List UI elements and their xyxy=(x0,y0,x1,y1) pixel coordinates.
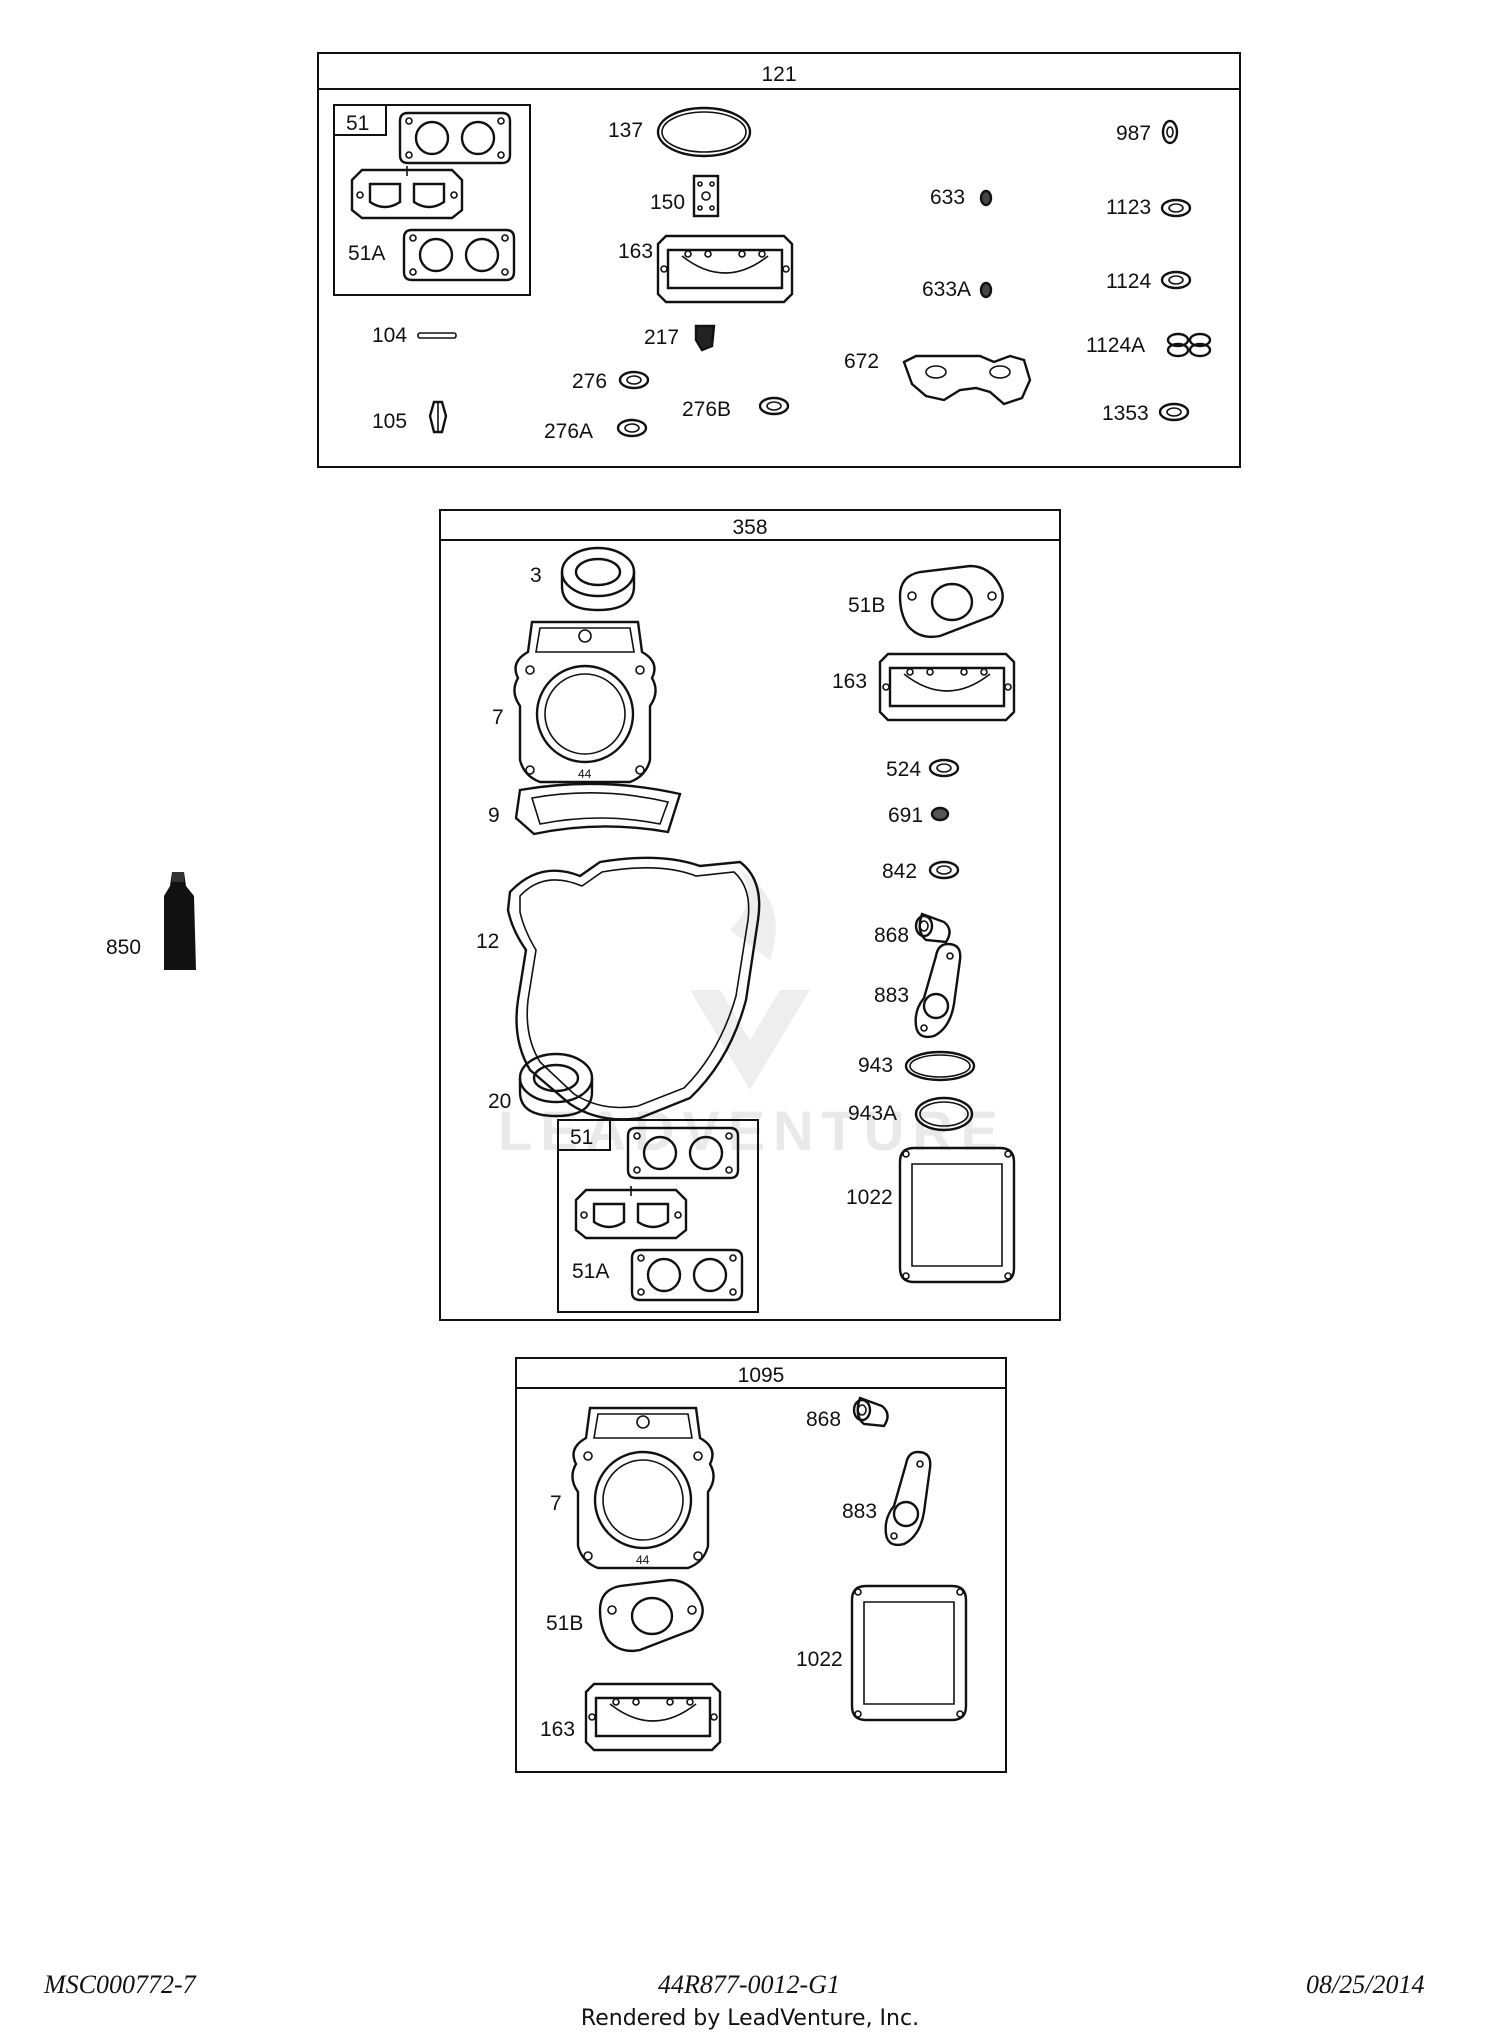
kit-1095-label-163: 163 xyxy=(540,1718,575,1741)
part-850-sealant-tube: 850 xyxy=(106,872,196,970)
kit-121-label-1124: 1124 xyxy=(1106,270,1151,293)
kit-121-label-633a: 633A xyxy=(922,278,971,301)
kit-121-box: 121 51 51A 104 105 137 150 163 217 276 xyxy=(317,52,1241,468)
kit-358-title: 358 xyxy=(732,516,767,539)
kit-1095-title: 1095 xyxy=(738,1364,785,1387)
footer-diagram-id: 44R877-0012-G1 xyxy=(658,1970,840,1999)
footer-render-note: Rendered by LeadVenture, Inc. xyxy=(580,2006,920,2031)
kit-121-title: 121 xyxy=(761,63,796,86)
kit-358-label-691: 691 xyxy=(888,804,923,827)
kit-358-label-51b: 51B xyxy=(848,594,885,617)
kit-121-label-276b: 276B xyxy=(682,398,731,421)
kit-1095-label-883: 883 xyxy=(842,1500,877,1523)
footer-date: 08/25/2014 xyxy=(1306,1970,1425,1999)
kit-358-label-20: 20 xyxy=(488,1090,511,1113)
kit-358-label-883: 883 xyxy=(874,984,909,1007)
kit-121-label-1353: 1353 xyxy=(1102,402,1149,425)
kit-1095-label-51b: 51B xyxy=(546,1612,583,1635)
kit-358-inner-51-title: 51 xyxy=(570,1126,593,1149)
kit-1095-label-868: 868 xyxy=(806,1408,841,1431)
kit-358-label-842: 842 xyxy=(882,860,917,883)
kit-1095-label-7: 7 xyxy=(550,1492,562,1515)
kit-121-inner-51-title: 51 xyxy=(346,112,369,135)
kit-358-label-868: 868 xyxy=(874,924,909,947)
kit-358-label-524: 524 xyxy=(886,758,921,781)
kit-358-label-3: 3 xyxy=(530,564,542,587)
kit-121-label-276: 276 xyxy=(572,370,607,393)
label-850: 850 xyxy=(106,936,141,959)
kit-121-label-51a: 51A xyxy=(348,242,385,265)
kit-358-label-12: 12 xyxy=(476,930,499,953)
kit-121-label-137: 137 xyxy=(608,119,643,142)
kit-121-label-276a: 276A xyxy=(544,420,593,443)
kit-358-label-163: 163 xyxy=(832,670,867,693)
kit-121-label-672: 672 xyxy=(844,350,879,373)
kit-358-label-943: 943 xyxy=(858,1054,893,1077)
kit-1095-box: 1095 7 51B 163 868 883 1022 xyxy=(515,1357,1007,1773)
kit-121-label-105: 105 xyxy=(372,410,407,433)
kit-121-label-217: 217 xyxy=(644,326,679,349)
kit-121-label-987: 987 xyxy=(1116,122,1151,145)
kit-121-label-150: 150 xyxy=(650,191,685,214)
kit-121-label-633: 633 xyxy=(930,186,965,209)
kit-121-label-1124a: 1124A xyxy=(1086,334,1145,357)
kit-358-label-51a: 51A xyxy=(572,1260,609,1283)
kit-358-label-9: 9 xyxy=(488,804,500,827)
kit-121-label-163: 163 xyxy=(618,240,653,263)
kit-358-box: 358 3 7 9 12 20 51 51A 51B 163 524 691 8… xyxy=(439,509,1061,1321)
kit-358-label-7: 7 xyxy=(492,706,504,729)
kit-358-label-1022: 1022 xyxy=(846,1186,893,1209)
footer-doc-id: MSC000772-7 xyxy=(44,1970,196,1999)
kit-1095-label-1022: 1022 xyxy=(796,1648,843,1671)
kit-121-label-104: 104 xyxy=(372,324,407,347)
kit-358-label-943a: 943A xyxy=(848,1102,897,1125)
kit-121-label-1123: 1123 xyxy=(1106,196,1151,219)
